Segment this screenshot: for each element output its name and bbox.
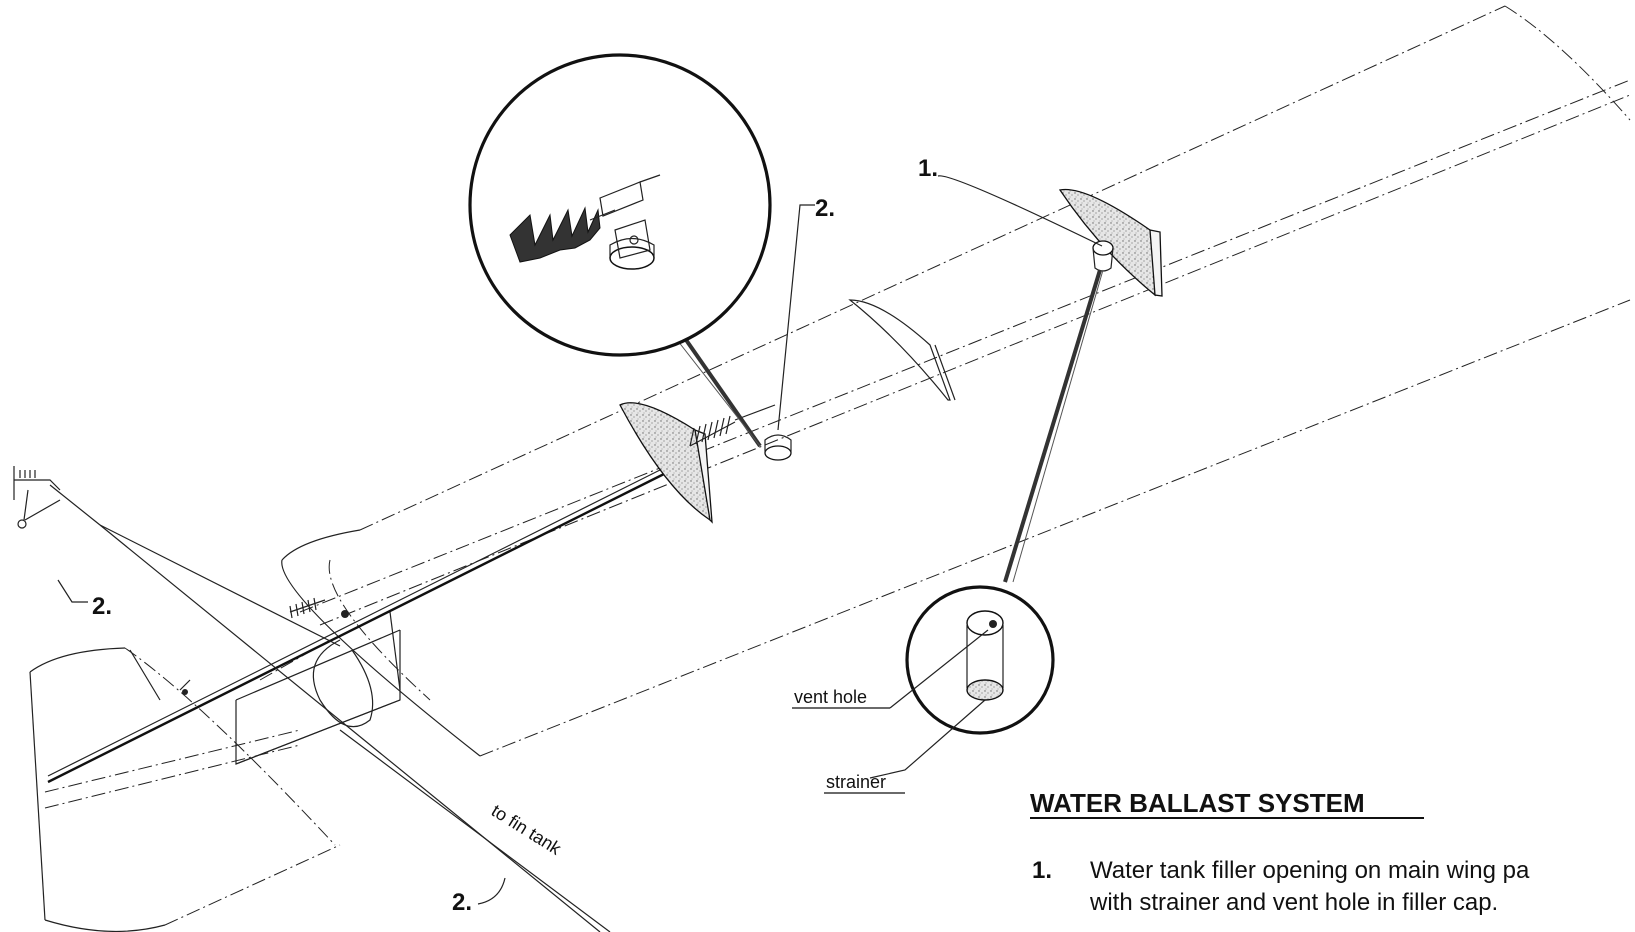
filler-detail-circle (869, 585, 1055, 779)
vent-hole-mark (989, 620, 997, 628)
callout-1-top: 1. (918, 155, 938, 182)
spring-coil (509, 206, 601, 263)
outer-rib (1058, 188, 1163, 297)
callout-2-left: 2. (92, 593, 112, 620)
legend-title: WATER BALLAST SYSTEM (1030, 788, 1365, 818)
callout-2-bottom-leader (477, 877, 506, 905)
legend-item-1-number: 1. (1032, 857, 1052, 884)
center-rib (619, 402, 713, 524)
callout-2-top: 2. (815, 195, 835, 222)
rod-joint (182, 689, 188, 695)
middle-rib (848, 299, 956, 401)
callout-2-bottom: 2. (452, 889, 472, 916)
strainer-mark (966, 679, 1004, 701)
control-horn-left (13, 466, 341, 647)
legend-item-1-line2: with strainer and vent hole in filler ca… (1089, 889, 1498, 916)
strainer-label: strainer (826, 772, 886, 792)
vent-hole-label: vent hole (794, 687, 867, 707)
valve-detail-circle (468, 53, 772, 357)
fin-tank-cable (99, 524, 611, 932)
legend-item-1-line1: Water tank filler opening on main wing p… (1090, 857, 1530, 884)
control-rod (47, 459, 681, 784)
rod-joint (341, 610, 349, 618)
legend: WATER BALLAST SYSTEM 1. Water tank fille… (1030, 788, 1530, 916)
left-wing-stub (29, 647, 341, 932)
horn-pivot (17, 519, 27, 529)
